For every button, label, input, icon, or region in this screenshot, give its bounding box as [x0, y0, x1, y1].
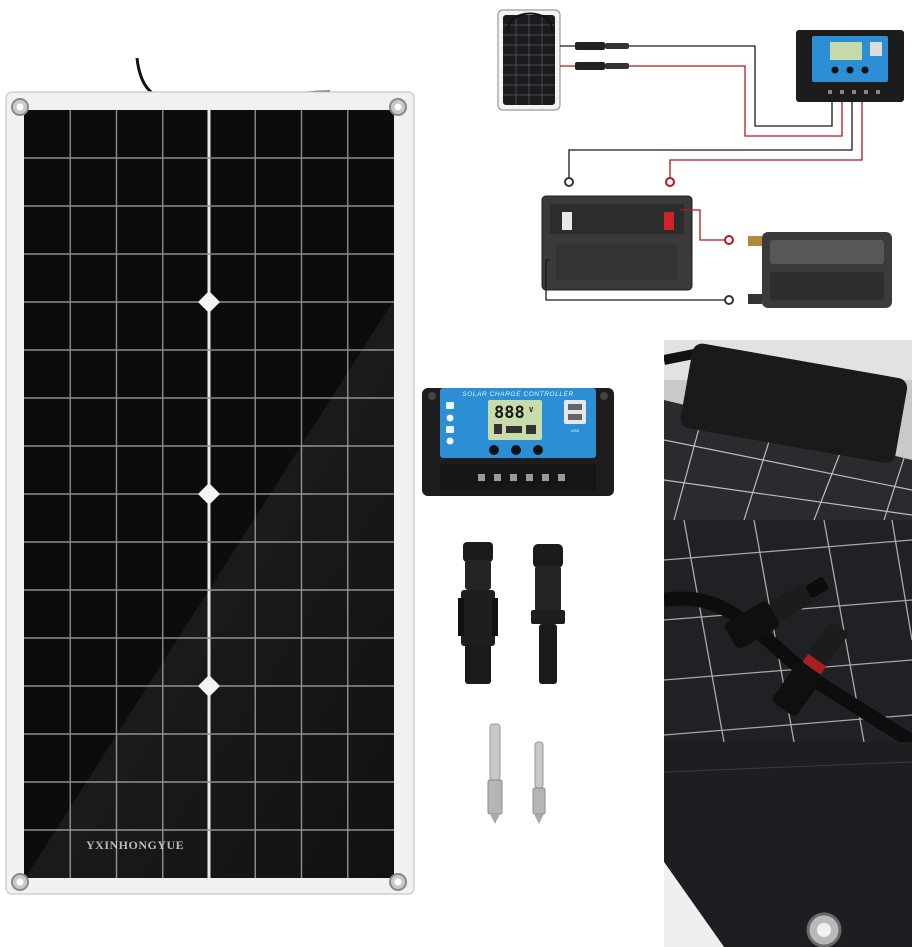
usb-label: USB — [571, 428, 580, 433]
mc4-connectors — [455, 538, 575, 690]
wire-red — [560, 65, 843, 137]
controller-button-icon — [533, 445, 543, 455]
cell-gap-diamond — [198, 291, 220, 313]
junction-box-detail — [680, 343, 908, 463]
solar-panel: YXINHONGYUE — [0, 0, 420, 947]
mc4-plug-detail-icon — [772, 622, 848, 716]
mc4-female-connector-icon — [458, 542, 498, 684]
connector-pins — [480, 720, 560, 830]
panel-glare — [24, 300, 394, 880]
metal-pin-icon — [532, 741, 546, 824]
detail-grommet-corner — [664, 742, 912, 947]
grommet-icon — [11, 873, 29, 891]
controller-label: SOLAR CHARGE CONTROLLER — [462, 391, 574, 398]
wiring-diagram — [480, 0, 912, 320]
controller-button-icon — [489, 445, 499, 455]
detail-mc4-plugs — [664, 520, 912, 742]
usb-port-icon — [564, 400, 586, 424]
mc4-connector-icon — [575, 42, 629, 70]
grommet-icon — [389, 98, 407, 116]
detail-junction-box — [664, 340, 912, 520]
solar-panel-drawing — [5, 57, 415, 895]
cell-gap-diamond — [198, 483, 220, 505]
inverter-icon — [748, 232, 892, 308]
brand-watermark: YXINHONGYUE — [86, 838, 185, 852]
mini-solar-panel-icon — [497, 9, 561, 111]
grommet-icon — [11, 98, 29, 116]
controller-button-icon — [511, 445, 521, 455]
mc4-male-connector-icon — [531, 544, 565, 684]
charge-controller-small-icon — [796, 30, 904, 102]
wire-black — [560, 45, 833, 127]
battery-icon — [541, 195, 693, 291]
lcd-reading: 888 — [494, 403, 525, 423]
grommet-icon — [389, 873, 407, 891]
mc4-plug-detail-icon — [725, 577, 829, 649]
grommet-icon — [806, 912, 842, 947]
lcd-unit: V — [529, 406, 534, 414]
metal-pin-icon — [487, 723, 503, 824]
charge-controller: SOLAR CHARGE CONTROLLER 888 V USB — [418, 382, 618, 500]
